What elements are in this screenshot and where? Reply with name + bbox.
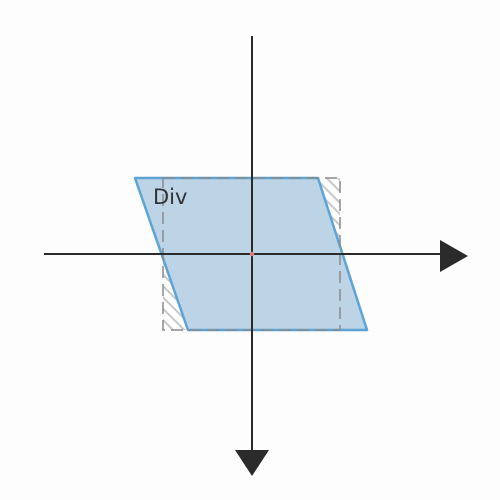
triangle-right-icon xyxy=(440,240,468,272)
origin-dot xyxy=(249,251,255,257)
triangle-down-icon xyxy=(235,450,269,476)
div-label: Div xyxy=(153,185,187,209)
